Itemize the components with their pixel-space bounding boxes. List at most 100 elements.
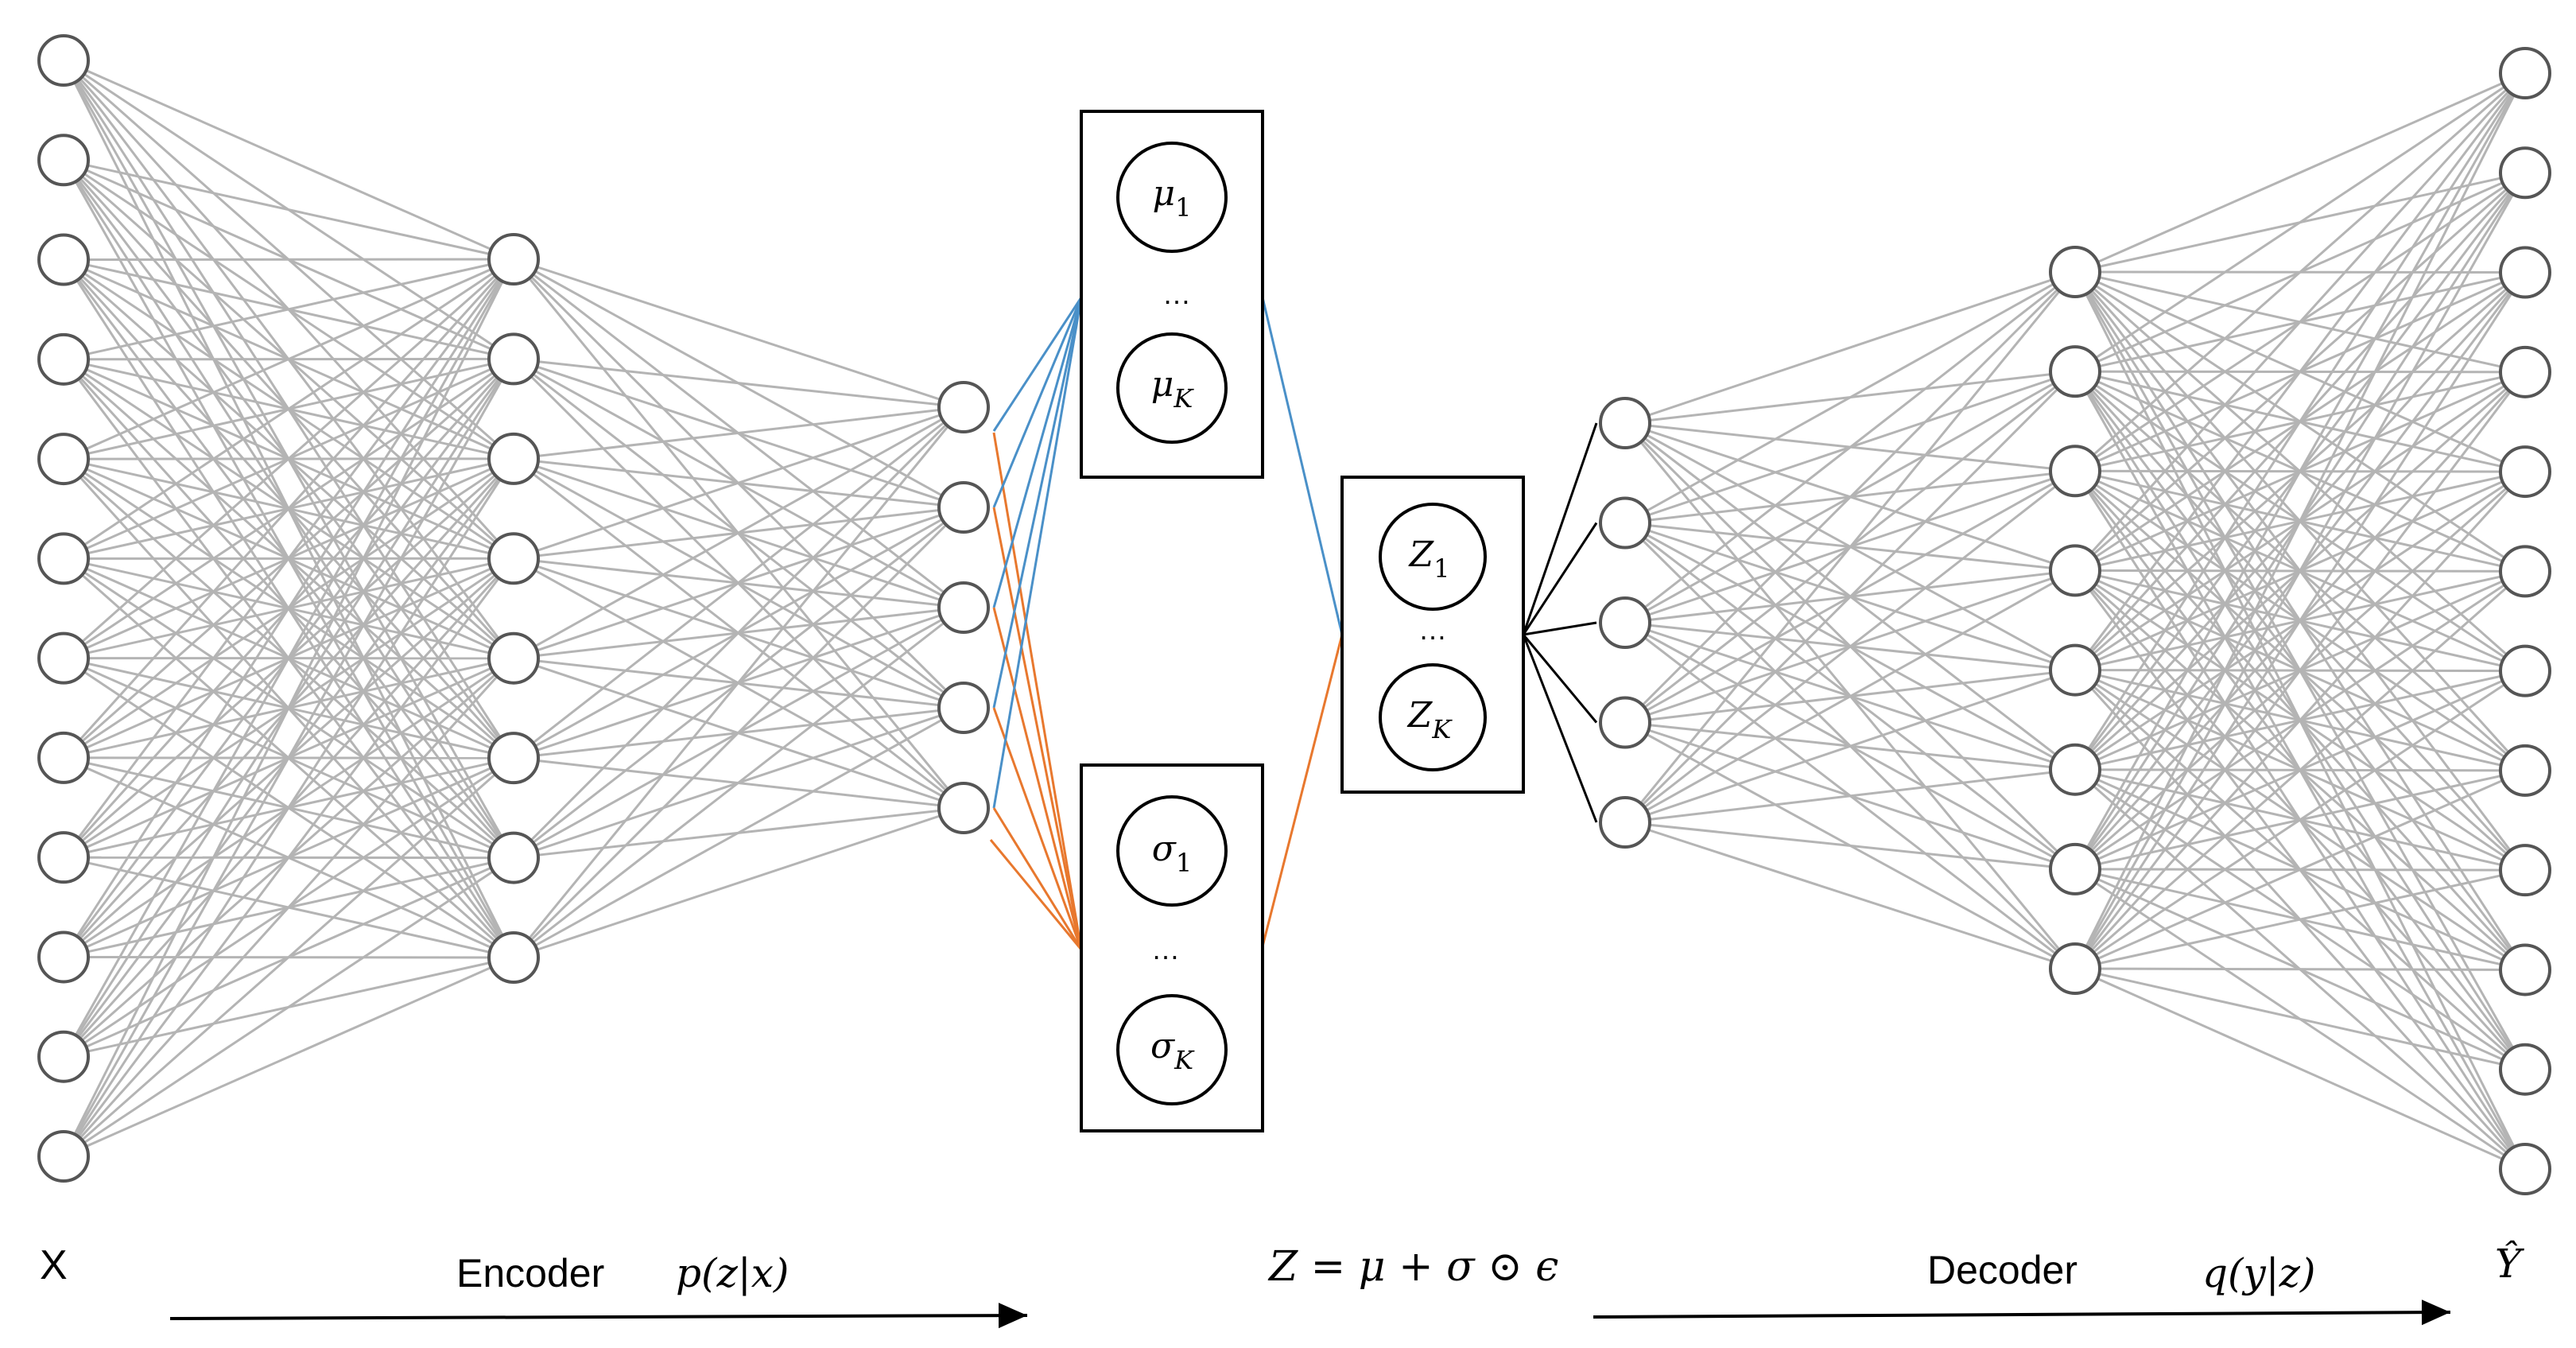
output-label: Ŷ xyxy=(2495,1240,2524,1287)
sigma-edge xyxy=(992,807,1083,950)
mu-edge xyxy=(992,297,1083,432)
z-to-decoder-edge xyxy=(1523,621,1597,636)
mu-ellipsis: … xyxy=(1162,278,1191,310)
z-k-label: ZK xyxy=(1406,695,1453,744)
z-1-label: Z1 xyxy=(1408,534,1450,584)
input-node xyxy=(37,831,90,884)
output-node xyxy=(2499,146,2551,200)
z-to-decoder-edge xyxy=(1522,634,1598,724)
encoder-output-node xyxy=(937,481,990,534)
output-node xyxy=(2499,345,2551,398)
network-edge xyxy=(2074,967,2526,1171)
output-node xyxy=(2499,1143,2551,1195)
network-edge xyxy=(1624,470,2076,824)
mu-1-label: μ1 xyxy=(1153,173,1192,223)
network-edge xyxy=(1624,821,2076,970)
encoder-output-node xyxy=(937,782,990,834)
network-edge xyxy=(513,706,964,959)
network-edge xyxy=(512,406,965,958)
input-label: X xyxy=(40,1242,68,1288)
mu-edge xyxy=(992,297,1083,709)
network-edge xyxy=(2074,72,2526,472)
input-node xyxy=(37,631,90,685)
network-edge xyxy=(63,258,514,560)
network-edge xyxy=(512,506,965,959)
mu-to-z-edge xyxy=(1261,297,1344,635)
output-node xyxy=(2499,844,2551,897)
latent-edges xyxy=(989,297,1598,950)
network-edge xyxy=(513,406,964,660)
encoder-output-node xyxy=(937,682,990,734)
encoder-hidden-node xyxy=(487,332,540,386)
decoder-hidden-node xyxy=(2049,743,2101,796)
network-edge xyxy=(2074,72,2527,771)
encoder-hidden-node xyxy=(487,432,540,485)
sigma-box: σ1 … σK xyxy=(1080,763,1264,1132)
network-edge xyxy=(1624,270,2077,724)
encoder-hidden-node xyxy=(487,233,540,286)
network-edge xyxy=(62,258,515,1157)
z-1-node xyxy=(1379,503,1487,611)
output-node xyxy=(2499,445,2551,499)
network-edge xyxy=(1624,371,2077,824)
output-node xyxy=(2499,1043,2551,1096)
network-edge xyxy=(1624,271,2077,823)
network-edge xyxy=(63,258,514,460)
sigma-edge xyxy=(992,707,1083,950)
network-edge xyxy=(1624,270,2076,624)
network-edge xyxy=(63,59,514,261)
network-edge xyxy=(512,406,965,859)
encoder-arrow xyxy=(169,1303,1028,1329)
network-edge xyxy=(2074,72,2527,969)
output-node xyxy=(2499,644,2551,697)
network-edge xyxy=(63,956,514,1158)
network-edge xyxy=(513,606,964,959)
encoder-hidden-node xyxy=(487,532,540,585)
decoder-input-node xyxy=(1599,496,1651,550)
input-node xyxy=(37,930,90,984)
network-edge xyxy=(62,657,515,1158)
network-edge xyxy=(513,806,964,959)
decoder-hidden-node xyxy=(2049,345,2101,398)
mu-edge xyxy=(992,297,1083,809)
decoder-arrow xyxy=(1593,1299,2451,1326)
input-node xyxy=(37,731,90,784)
sigma-1-label: σ1 xyxy=(1152,829,1192,878)
output-node xyxy=(2499,943,2551,996)
decoder-hidden-node xyxy=(2049,445,2101,498)
network-edge xyxy=(62,557,515,1157)
decoder-input-node xyxy=(1599,696,1651,749)
decoder-hidden-node xyxy=(2049,246,2101,298)
network-edge xyxy=(63,757,514,1158)
network-edge xyxy=(2074,868,2526,970)
network-edge xyxy=(2074,271,2527,969)
decoder-input-node xyxy=(1599,796,1651,849)
sigma-k-node xyxy=(1116,994,1228,1105)
mu-1-node xyxy=(1116,142,1228,253)
sigma-edge xyxy=(992,607,1083,950)
mu-edge xyxy=(992,297,1083,608)
network-edge xyxy=(62,258,515,759)
decoder-input-node xyxy=(1599,596,1651,649)
network-edge xyxy=(513,406,964,560)
network-edge xyxy=(513,406,964,759)
output-node xyxy=(2499,545,2551,598)
encoder-output-node xyxy=(937,581,990,634)
encoder-hidden-node xyxy=(487,732,540,785)
input-node xyxy=(37,1030,90,1083)
output-node xyxy=(2499,246,2551,299)
z-to-decoder-edge xyxy=(1522,422,1598,635)
network-edge xyxy=(2074,172,2527,969)
network-edge xyxy=(62,258,515,859)
input-node xyxy=(37,433,90,486)
decoder-hidden-node xyxy=(2049,643,2101,697)
network-edge xyxy=(62,258,515,958)
network-edge xyxy=(2074,72,2526,274)
input-node xyxy=(37,1130,90,1183)
input-node xyxy=(37,34,90,87)
network-edge xyxy=(2074,72,2526,373)
network-edge xyxy=(1624,270,2076,425)
decoder-label: Decoder xyxy=(1927,1248,2077,1292)
decoder-hidden-node xyxy=(2049,544,2101,597)
